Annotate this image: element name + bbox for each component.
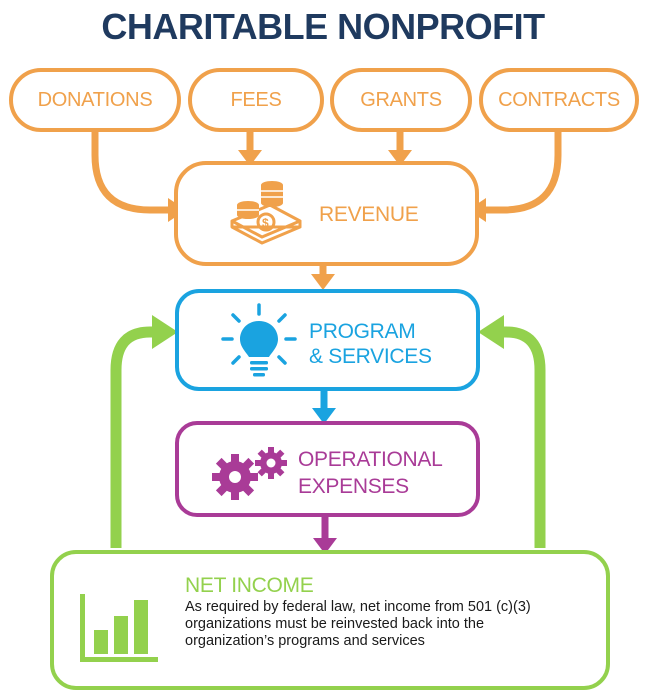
revenue-label: REVENUE bbox=[319, 203, 419, 226]
net-income-box: NET INCOME As required by federal law, n… bbox=[50, 550, 610, 690]
source-contracts: CONTRACTS bbox=[479, 68, 639, 132]
bar-chart-icon bbox=[80, 594, 158, 662]
lightbulb-icon bbox=[221, 303, 297, 377]
gears-icon bbox=[212, 447, 287, 500]
money-stack-icon: $ bbox=[230, 181, 302, 245]
operational-box: OPERATIONAL EXPENSES bbox=[175, 421, 480, 517]
source-donations: DONATIONS bbox=[9, 68, 181, 132]
revenue-box: $ REVENUE bbox=[174, 161, 479, 266]
program-label-line2: & SERVICES bbox=[309, 345, 432, 368]
svg-text:$: $ bbox=[262, 216, 269, 230]
operational-label-line1: OPERATIONAL bbox=[298, 448, 443, 471]
net-income-description: As required by federal law, net income f… bbox=[185, 599, 531, 649]
program-label-line1: PROGRAM bbox=[309, 320, 416, 343]
contracts-connector bbox=[482, 118, 562, 214]
net-income-label: NET INCOME bbox=[185, 574, 314, 597]
program-box: PROGRAM & SERVICES bbox=[175, 289, 480, 391]
source-fees: FEES bbox=[188, 68, 324, 132]
donations-connector bbox=[91, 118, 172, 214]
reinvest-connectors bbox=[110, 326, 546, 548]
source-grants: GRANTS bbox=[330, 68, 472, 132]
operational-label-line2: EXPENSES bbox=[298, 475, 409, 498]
diagram-title: CHARITABLE NONPROFIT bbox=[101, 6, 545, 47]
